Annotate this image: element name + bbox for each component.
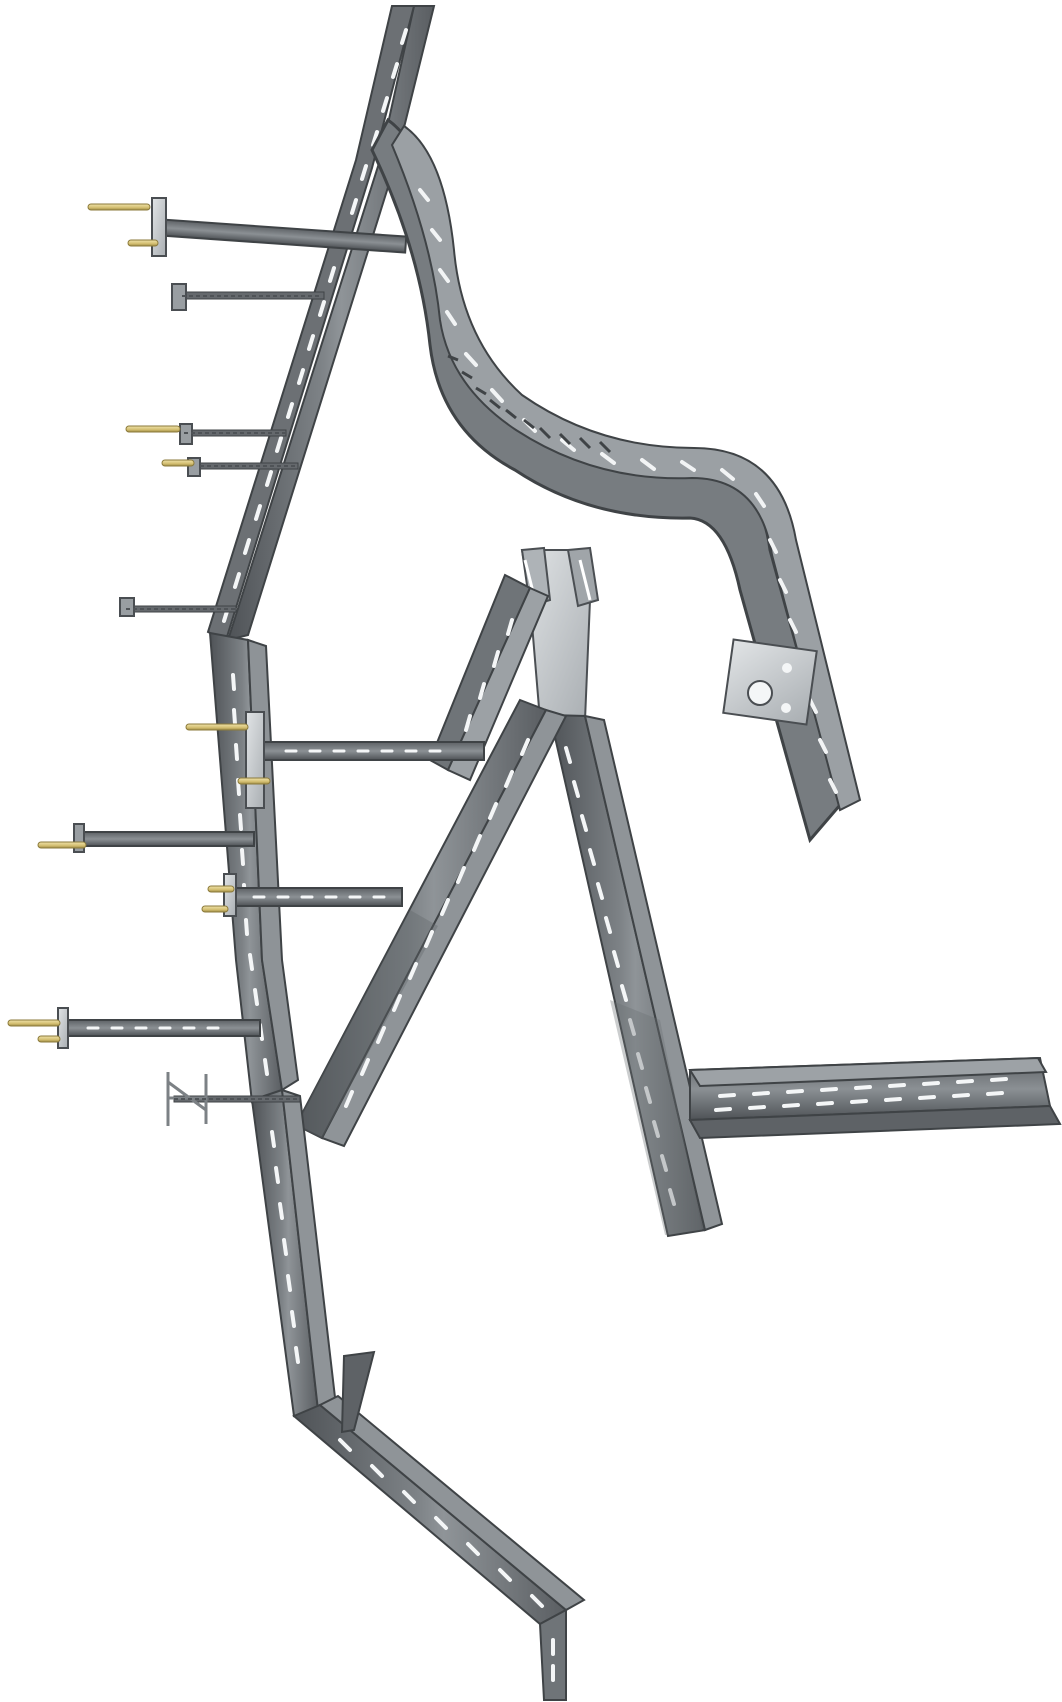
threaded-rod-hanger (126, 295, 376, 1434)
cable-tray-main-run (250, 1088, 586, 1701)
cable-tray-tee (520, 546, 600, 721)
splice-plate (722, 638, 818, 726)
cable-tray-main-run (206, 5, 436, 642)
cable-tray-y-branch (294, 573, 568, 1148)
cable-tray-horizontal-branch (688, 1056, 1062, 1140)
cable-tray-s-bend (370, 117, 862, 844)
anchor-bolt (7, 203, 271, 1043)
cable-tray-y-branch (548, 713, 724, 1238)
